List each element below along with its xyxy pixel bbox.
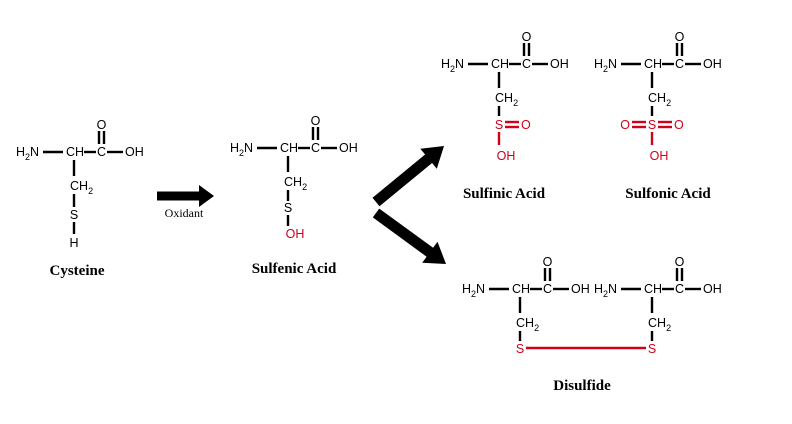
disulfide-left-amine-tail: N xyxy=(476,282,485,296)
disulfide-right-sulfur: S xyxy=(648,342,656,356)
cysteine-ch2-main: CH xyxy=(70,179,88,193)
sulfenic-carbonyl-c: C xyxy=(311,141,320,155)
sulfinic-carbonyl-c: C xyxy=(522,57,531,71)
sulfonic-sulfur: S xyxy=(648,118,656,132)
sulfenic-amine-tail: N xyxy=(244,141,253,155)
disulfide-right-amine: H2N xyxy=(594,282,617,299)
sulfonic-oxo-left: O xyxy=(620,118,630,132)
sulfenic-sulfur: S xyxy=(284,201,292,215)
sulfonic-ch: CH xyxy=(644,57,662,71)
disulfide-left-ch2: CH2 xyxy=(516,316,539,333)
disulfide-left-ch2-subscript: 2 xyxy=(534,323,539,333)
cysteine-label: Cysteine xyxy=(50,263,105,279)
oxidant-arrow xyxy=(157,185,214,207)
disulfide-right-ch: CH xyxy=(644,282,662,296)
sulfinic-ch2-main: CH xyxy=(495,91,513,105)
sulfenic-hydroxyl-oh: OH xyxy=(286,227,305,241)
cysteine-amine-main: H xyxy=(16,145,25,159)
disulfide-right-amine-subscript: 2 xyxy=(603,289,608,299)
cysteine-amine: H2N xyxy=(16,145,39,162)
disulfide-left-carbonyl-c: C xyxy=(543,282,552,296)
cysteine-amine-tail: N xyxy=(30,145,39,159)
sulfenic-ch: CH xyxy=(280,141,298,155)
disulfide-right-carbonyl-o: O xyxy=(675,255,685,269)
disulfide-right-carbonyl-c: C xyxy=(675,282,684,296)
sulfenic-acid-label: Sulfenic Acid xyxy=(252,261,337,277)
sulfinic-amine-tail: N xyxy=(455,57,464,71)
disulfide-left-carbonyl-o: O xyxy=(543,255,553,269)
disulfide-left-amine-subscript: 2 xyxy=(471,289,476,299)
cysteine-ch: CH xyxy=(66,145,84,159)
sulfonic-ch2-subscript: 2 xyxy=(666,98,671,108)
disulfide-right-ch2: CH2 xyxy=(648,316,671,333)
disulfide-left-amine: H2N xyxy=(462,282,485,299)
sulfenic-ch2: CH2 xyxy=(284,175,307,192)
sulfonic-hydroxyl-oh: OH xyxy=(650,149,669,163)
sulfonic-amine: H2N xyxy=(594,57,617,74)
sulfonic-acid-label: Sulfonic Acid xyxy=(625,186,711,202)
sulfenic-amine: H2N xyxy=(230,141,253,158)
cysteine-amine-subscript: 2 xyxy=(25,152,30,162)
sulfenic-ch2-subscript: 2 xyxy=(302,182,307,192)
disulfide-right-amine-main: H xyxy=(594,282,603,296)
disulfide-left-ch: CH xyxy=(512,282,530,296)
sulfinic-carbonyl-o: O xyxy=(522,30,532,44)
sulfinic-sulfur: S xyxy=(495,118,503,132)
disulfide-left-sulfur: S xyxy=(516,342,524,356)
sulfinic-ch: CH xyxy=(491,57,509,71)
sulfinic-ch2-subscript: 2 xyxy=(513,98,518,108)
oxidant-label: Oxidant xyxy=(165,206,204,220)
sulfinic-acid-label: Sulfinic Acid xyxy=(463,186,546,202)
sulfinic-hydroxyl: OH xyxy=(550,57,569,71)
sulfonic-amine-subscript: 2 xyxy=(603,64,608,74)
sulfonic-carbonyl-o: O xyxy=(675,30,685,44)
sulfinic-amine-main: H xyxy=(441,57,450,71)
disulfide-left-ch2-main: CH xyxy=(516,316,534,330)
sulfonic-amine-tail: N xyxy=(608,57,617,71)
sulfenic-hydroxyl: OH xyxy=(339,141,358,155)
sulfenic-ch2-main: CH xyxy=(284,175,302,189)
sulfonic-ch2-main: CH xyxy=(648,91,666,105)
arrow-to-disulfide xyxy=(372,208,446,264)
cysteine-carbonyl-c: C xyxy=(97,145,106,159)
disulfide-left-amine-main: H xyxy=(462,282,471,296)
sulfinic-oxo: O xyxy=(521,118,531,132)
disulfide-right-ch2-subscript: 2 xyxy=(666,323,671,333)
disulfide-left-hydroxyl: OH xyxy=(571,282,590,296)
cysteine-ch2: CH2 xyxy=(70,179,93,196)
cysteine-ch2-subscript: 2 xyxy=(88,186,93,196)
arrow-to-sulfinic xyxy=(372,146,444,207)
sulfinic-amine: H2N xyxy=(441,57,464,74)
sulfinic-hydroxyl-oh: OH xyxy=(497,149,516,163)
sulfenic-amine-main: H xyxy=(230,141,239,155)
disulfide-label: Disulfide xyxy=(553,378,611,394)
disulfide-right-ch2-main: CH xyxy=(648,316,666,330)
sulfinic-ch2: CH2 xyxy=(495,91,518,108)
disulfide-right-amine-tail: N xyxy=(608,282,617,296)
sulfenic-amine-subscript: 2 xyxy=(239,148,244,158)
cysteine-carbonyl-o: O xyxy=(97,118,107,132)
cysteine-sulfur: S xyxy=(70,208,78,222)
sulfonic-amine-main: H xyxy=(594,57,603,71)
sulfinic-amine-subscript: 2 xyxy=(450,64,455,74)
sulfonic-hydroxyl: OH xyxy=(703,57,722,71)
cysteine-hydroxyl: OH xyxy=(125,145,144,159)
sulfonic-carbonyl-c: C xyxy=(675,57,684,71)
cysteine-thiol-h: H xyxy=(69,236,78,250)
disulfide-right-hydroxyl: OH xyxy=(703,282,722,296)
sulfenic-carbonyl-o: O xyxy=(311,114,321,128)
sulfonic-ch2: CH2 xyxy=(648,91,671,108)
sulfonic-oxo-right: O xyxy=(674,118,684,132)
